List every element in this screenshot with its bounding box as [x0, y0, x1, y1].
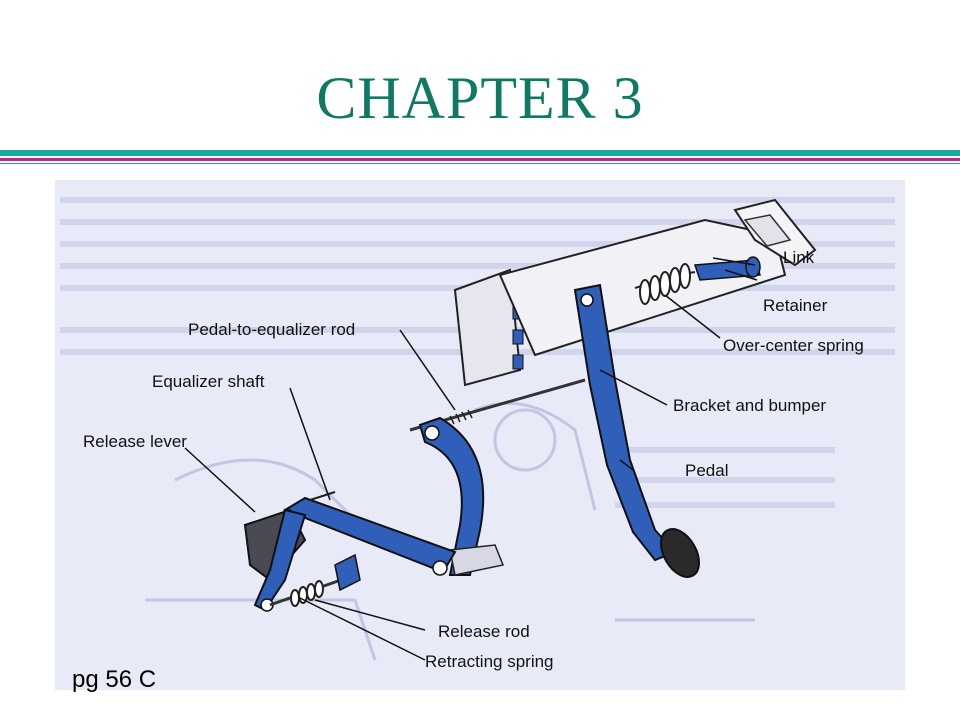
label-release-rod: Release rod — [438, 622, 530, 641]
label-link: Link — [783, 248, 815, 267]
title-rule-magenta — [0, 158, 960, 161]
label-pedal-to-equalizer-rod: Pedal-to-equalizer rod — [188, 320, 356, 339]
label-over-center-spring: Over-center spring — [723, 336, 864, 355]
background-sketch — [145, 401, 755, 661]
page-reference: pg 56 C — [72, 666, 157, 693]
equalizer-arm-art — [418, 416, 505, 576]
pedal-art — [573, 283, 700, 578]
title-rule-teal — [0, 150, 960, 156]
title-rule-thin — [0, 163, 960, 164]
pedal-bracket — [453, 198, 817, 387]
diagram-artwork — [60, 197, 895, 661]
label-release-lever: Release lever — [83, 432, 187, 451]
release-lever-art — [243, 508, 307, 612]
label-retracting-spring: Retracting spring — [425, 652, 554, 671]
label-pedal: Pedal — [685, 461, 729, 480]
release-rod-art — [269, 553, 361, 607]
label-equalizer-shaft: Equalizer shaft — [152, 372, 265, 391]
label-bracket-and-bumper: Bracket and bumper — [673, 396, 827, 415]
equalizer-shaft-art — [282, 491, 457, 576]
clutch-linkage-diagram: Link Retainer Over-center spring Pedal-t… — [55, 180, 905, 690]
slide-title: CHAPTER 3 — [316, 65, 644, 131]
label-retainer: Retainer — [763, 296, 828, 315]
leader-lines — [184, 257, 758, 661]
